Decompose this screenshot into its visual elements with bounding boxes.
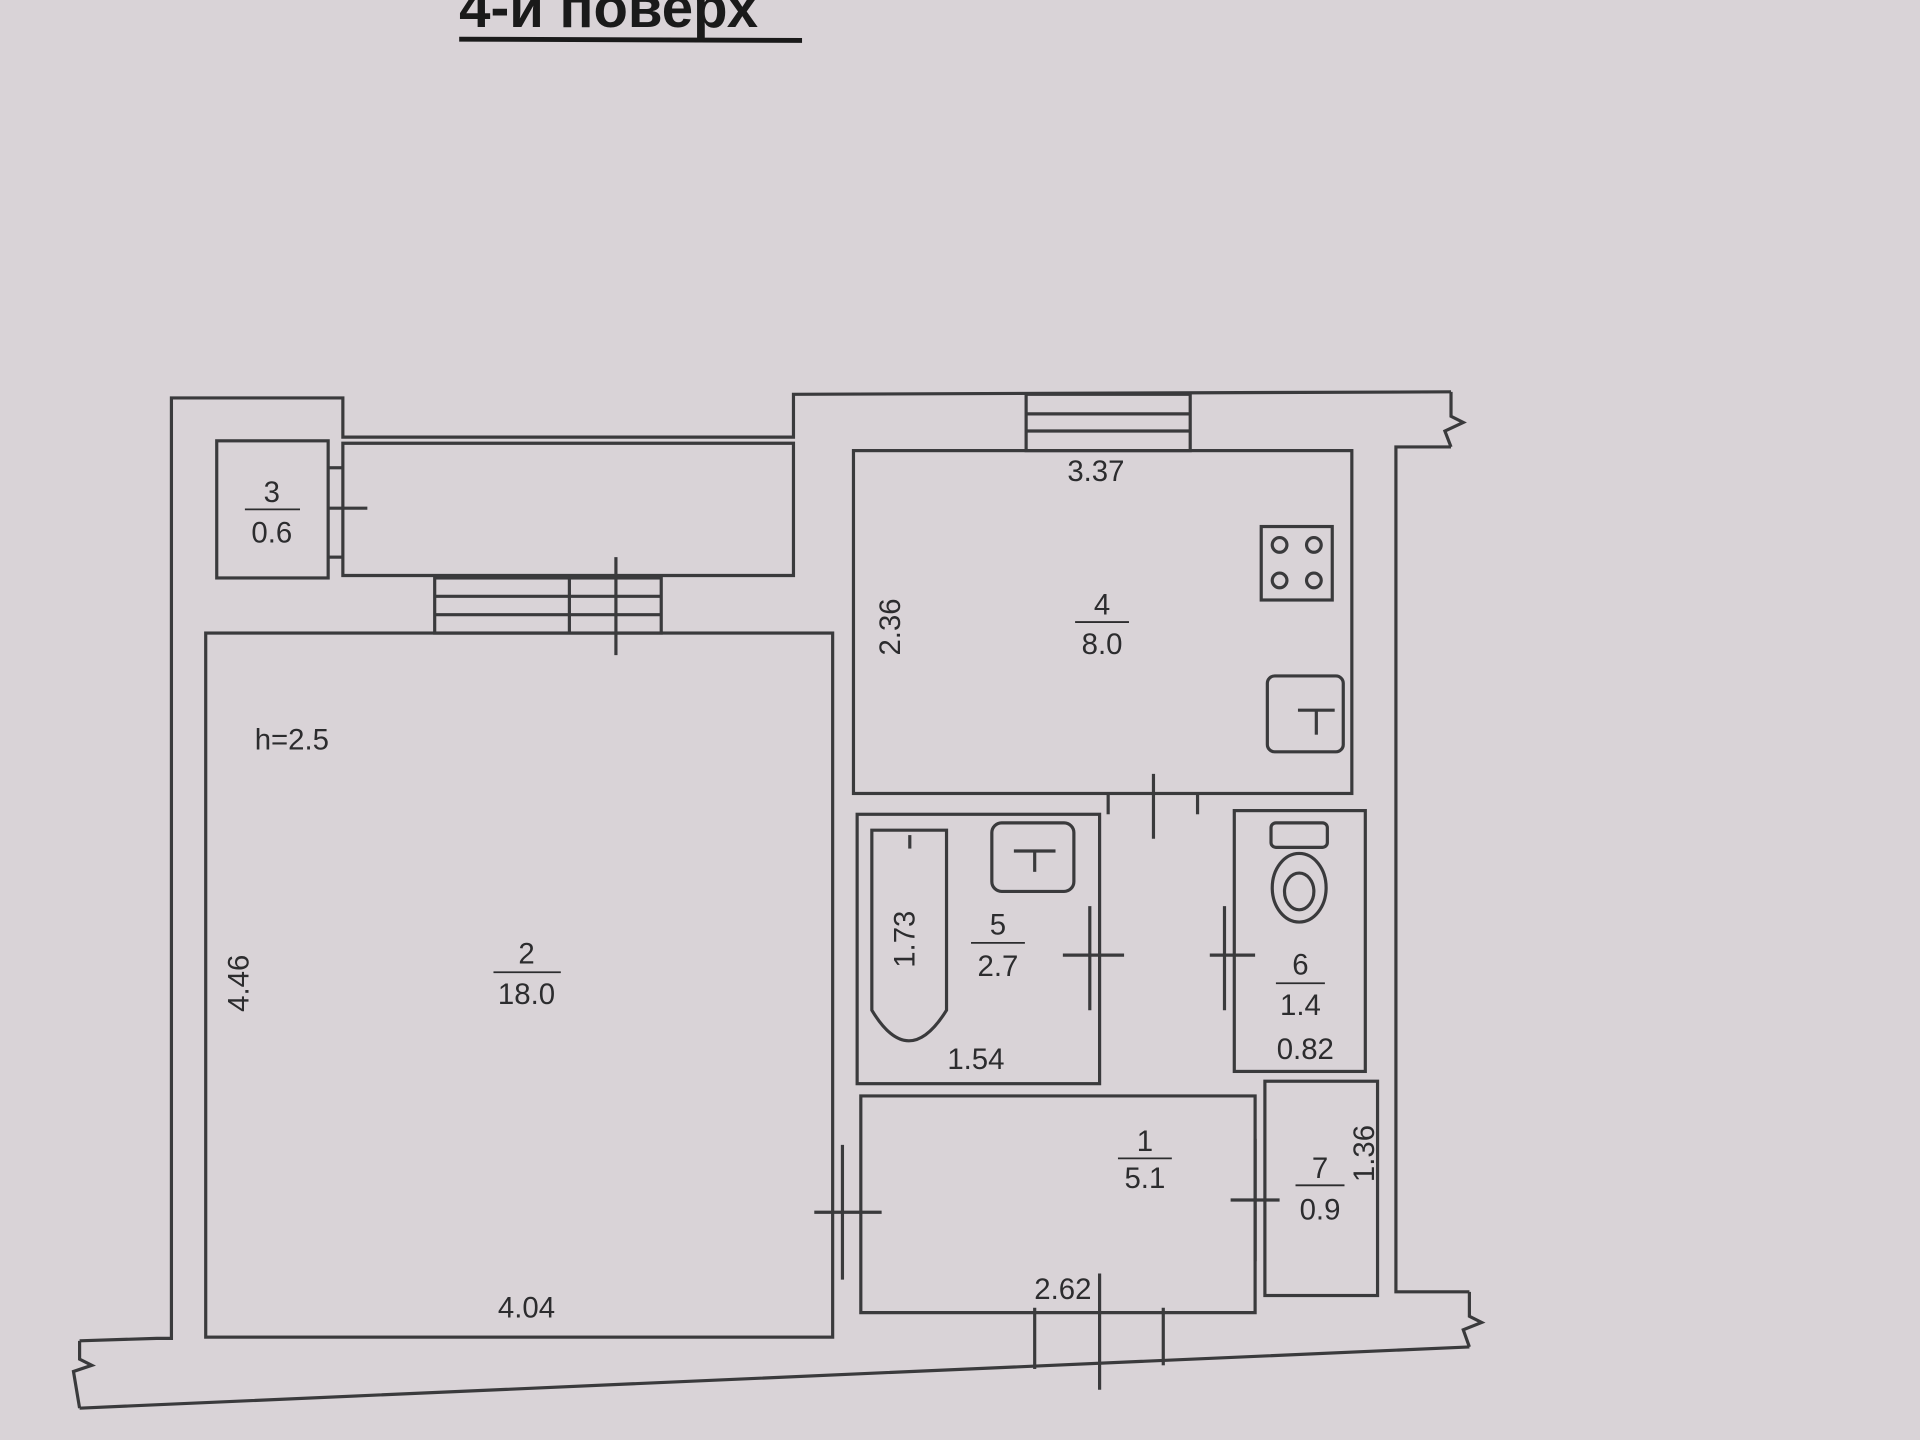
dim-closet-depth: 1.36 bbox=[1348, 1125, 1381, 1182]
room-area: 0.6 bbox=[251, 516, 292, 549]
room-area: 8.0 bbox=[1082, 628, 1123, 661]
dim-living-depth: 4.46 bbox=[223, 955, 256, 1012]
room-2-outline bbox=[204, 631, 835, 1339]
room-number: 4 bbox=[1094, 589, 1110, 622]
title-underline bbox=[459, 36, 803, 43]
room-6-outline bbox=[1232, 809, 1367, 1074]
room-5-label: 5 2.7 bbox=[971, 908, 1025, 983]
room-5-outline bbox=[855, 812, 1102, 1086]
bathroom-sink-icon bbox=[990, 821, 1076, 894]
window-kitchen bbox=[1024, 392, 1192, 453]
dim-bath-width: 1.54 bbox=[947, 1043, 1004, 1076]
room-area: 5.1 bbox=[1124, 1162, 1165, 1195]
outer-wall bbox=[79, 390, 1470, 1410]
room-3-label: 3 0.6 bbox=[244, 476, 300, 549]
room-number: 2 bbox=[518, 938, 534, 971]
floor-title: 4-й поверх bbox=[459, 0, 758, 39]
wall-break bbox=[71, 391, 1486, 1409]
dim-kitchen-depth: 2.36 bbox=[874, 598, 907, 655]
ceiling-height: h=2.5 bbox=[255, 723, 329, 756]
room-number: 5 bbox=[990, 908, 1006, 941]
room-1-outline bbox=[859, 1094, 1257, 1315]
room-number: 3 bbox=[264, 476, 280, 509]
room-number: 6 bbox=[1292, 949, 1308, 982]
entrance-door bbox=[1033, 1273, 1165, 1390]
dim-kitchen-width: 3.37 bbox=[1067, 455, 1124, 488]
room-4-outline bbox=[851, 449, 1354, 796]
room-2-label: 2 18.0 bbox=[493, 938, 561, 1011]
room-6-label: 6 1.4 bbox=[1275, 949, 1325, 1022]
room-area: 0.9 bbox=[1300, 1194, 1341, 1227]
dim-wc-width: 0.82 bbox=[1277, 1033, 1334, 1066]
dim-hall-width: 2.62 bbox=[1034, 1273, 1091, 1306]
room-number: 1 bbox=[1137, 1125, 1153, 1158]
room-7-label: 7 0.9 bbox=[1295, 1152, 1345, 1227]
room-1-label: 1 5.1 bbox=[1117, 1125, 1172, 1195]
toilet-icon bbox=[1269, 821, 1329, 924]
room-4-label: 4 8.0 bbox=[1075, 589, 1129, 661]
room-area: 18.0 bbox=[498, 978, 555, 1011]
window-living bbox=[433, 557, 663, 656]
loggia-outline bbox=[341, 441, 796, 578]
room-area: 1.4 bbox=[1280, 989, 1321, 1022]
kitchen-sink-icon bbox=[1265, 674, 1345, 754]
dim-living-width: 4.04 bbox=[498, 1292, 555, 1325]
stove-icon bbox=[1259, 524, 1334, 602]
dim-bath-length: 1.73 bbox=[889, 911, 922, 968]
room-7-outline bbox=[1263, 1079, 1380, 1298]
bathtub-icon bbox=[870, 828, 949, 1043]
room-number: 7 bbox=[1312, 1152, 1328, 1185]
room-area: 2.7 bbox=[978, 950, 1019, 983]
